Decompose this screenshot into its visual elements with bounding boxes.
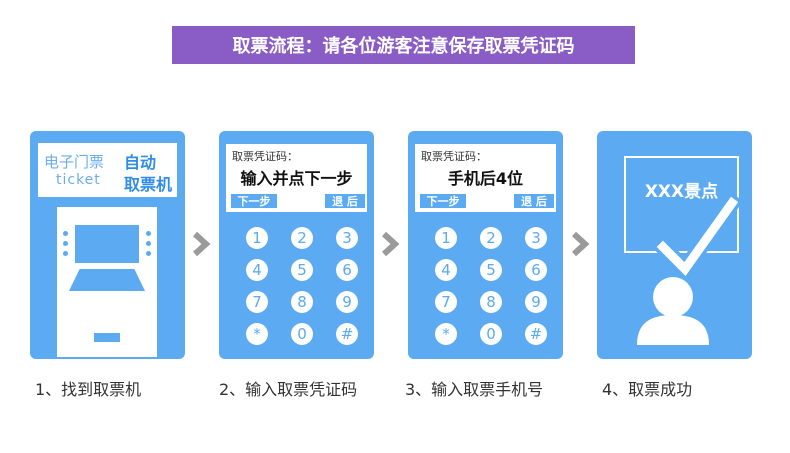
kiosk-screen [75, 225, 139, 263]
keypad-key: 7 [435, 291, 457, 313]
attraction-name: XXX景点 [644, 182, 719, 202]
sign-auto-2: 取票机 [124, 175, 173, 194]
keypad-key: 9 [525, 291, 547, 313]
code-prompt: 取票凭证码： [232, 150, 298, 163]
keypad-key: 5 [480, 259, 502, 281]
sign-auto-1: 自动 [124, 153, 157, 172]
kiosk-machine-icon [57, 207, 157, 357]
kiosk-light [63, 241, 68, 246]
keypad-key: 1 [435, 227, 457, 249]
step-4-success-card: XXX景点 [597, 131, 752, 359]
keypad-key: # [525, 323, 547, 345]
keypad-key: 4 [435, 259, 457, 281]
keypad-key: 1 [246, 227, 268, 249]
keypad-key: 7 [246, 291, 268, 313]
keypad-key: # [336, 323, 358, 345]
keypad-key: 2 [291, 227, 313, 249]
step-3-label: 3、输入取票手机号 [405, 380, 544, 399]
screen-instruction: 手机后4位 [447, 169, 524, 188]
keypad-key: * [435, 323, 457, 345]
chevron-right-icon [192, 232, 211, 256]
chevron-right-icon [381, 232, 400, 256]
kiosk-light [146, 251, 151, 256]
keypad-key: 8 [291, 291, 313, 313]
kiosk-light [63, 251, 68, 256]
step-3-phone-card: 取票凭证码： 手机后4位 下一步 退 后 1 2 3 4 5 6 7 8 9 * 0 # [408, 131, 563, 359]
step-4-label: 4、取票成功 [602, 380, 693, 399]
kiosk-light [63, 231, 68, 236]
kiosk-light [146, 241, 151, 246]
keypad-key: 5 [291, 259, 313, 281]
kiosk-light [146, 231, 151, 236]
code-prompt: 取票凭证码： [421, 150, 487, 163]
step-1-label: 1、找到取票机 [35, 380, 142, 399]
step-2-label: 2、输入取票凭证码 [219, 380, 358, 399]
kiosk-ticket-slot [94, 333, 120, 342]
back-button: 退 后 [325, 194, 365, 208]
chevron-right-icon [571, 232, 590, 256]
keypad-key: 3 [525, 227, 547, 249]
keypad-key: 2 [480, 227, 502, 249]
next-button: 下一步 [231, 194, 277, 208]
keypad-key: 6 [525, 259, 547, 281]
phone-screen: 取票凭证码： 输入并点下一步 下一步 退 后 [226, 144, 367, 212]
screen-instruction: 输入并点下一步 [240, 169, 353, 188]
person-check-icon [637, 191, 744, 345]
keypad-key: * [246, 323, 268, 345]
keypad-key: 4 [246, 259, 268, 281]
next-button: 下一步 [420, 194, 466, 208]
phone-screen: 取票凭证码： 手机后4位 下一步 退 后 [415, 144, 556, 212]
sign-line1: 电子门票 [44, 153, 105, 171]
keypad-key: 0 [291, 323, 313, 345]
kiosk-keyboard [69, 269, 145, 291]
sign-line2: ticket [56, 172, 101, 188]
step-1-kiosk-card: 电子门票 ticket 自动 取票机 [30, 131, 185, 359]
kiosk-sign: 电子门票 ticket 自动 取票机 [38, 143, 177, 197]
keypad-key: 9 [336, 291, 358, 313]
back-button: 退 后 [514, 194, 554, 208]
step-2-phone-card: 取票凭证码： 输入并点下一步 下一步 退 后 1 2 3 4 5 6 7 8 9 * 0 # [219, 131, 374, 359]
keypad-key: 0 [480, 323, 502, 345]
keypad-key: 6 [336, 259, 358, 281]
keypad-key: 8 [480, 291, 502, 313]
keypad-key: 3 [336, 227, 358, 249]
process-banner: 取票流程：请各位游客注意保存取票凭证码 [172, 26, 635, 64]
